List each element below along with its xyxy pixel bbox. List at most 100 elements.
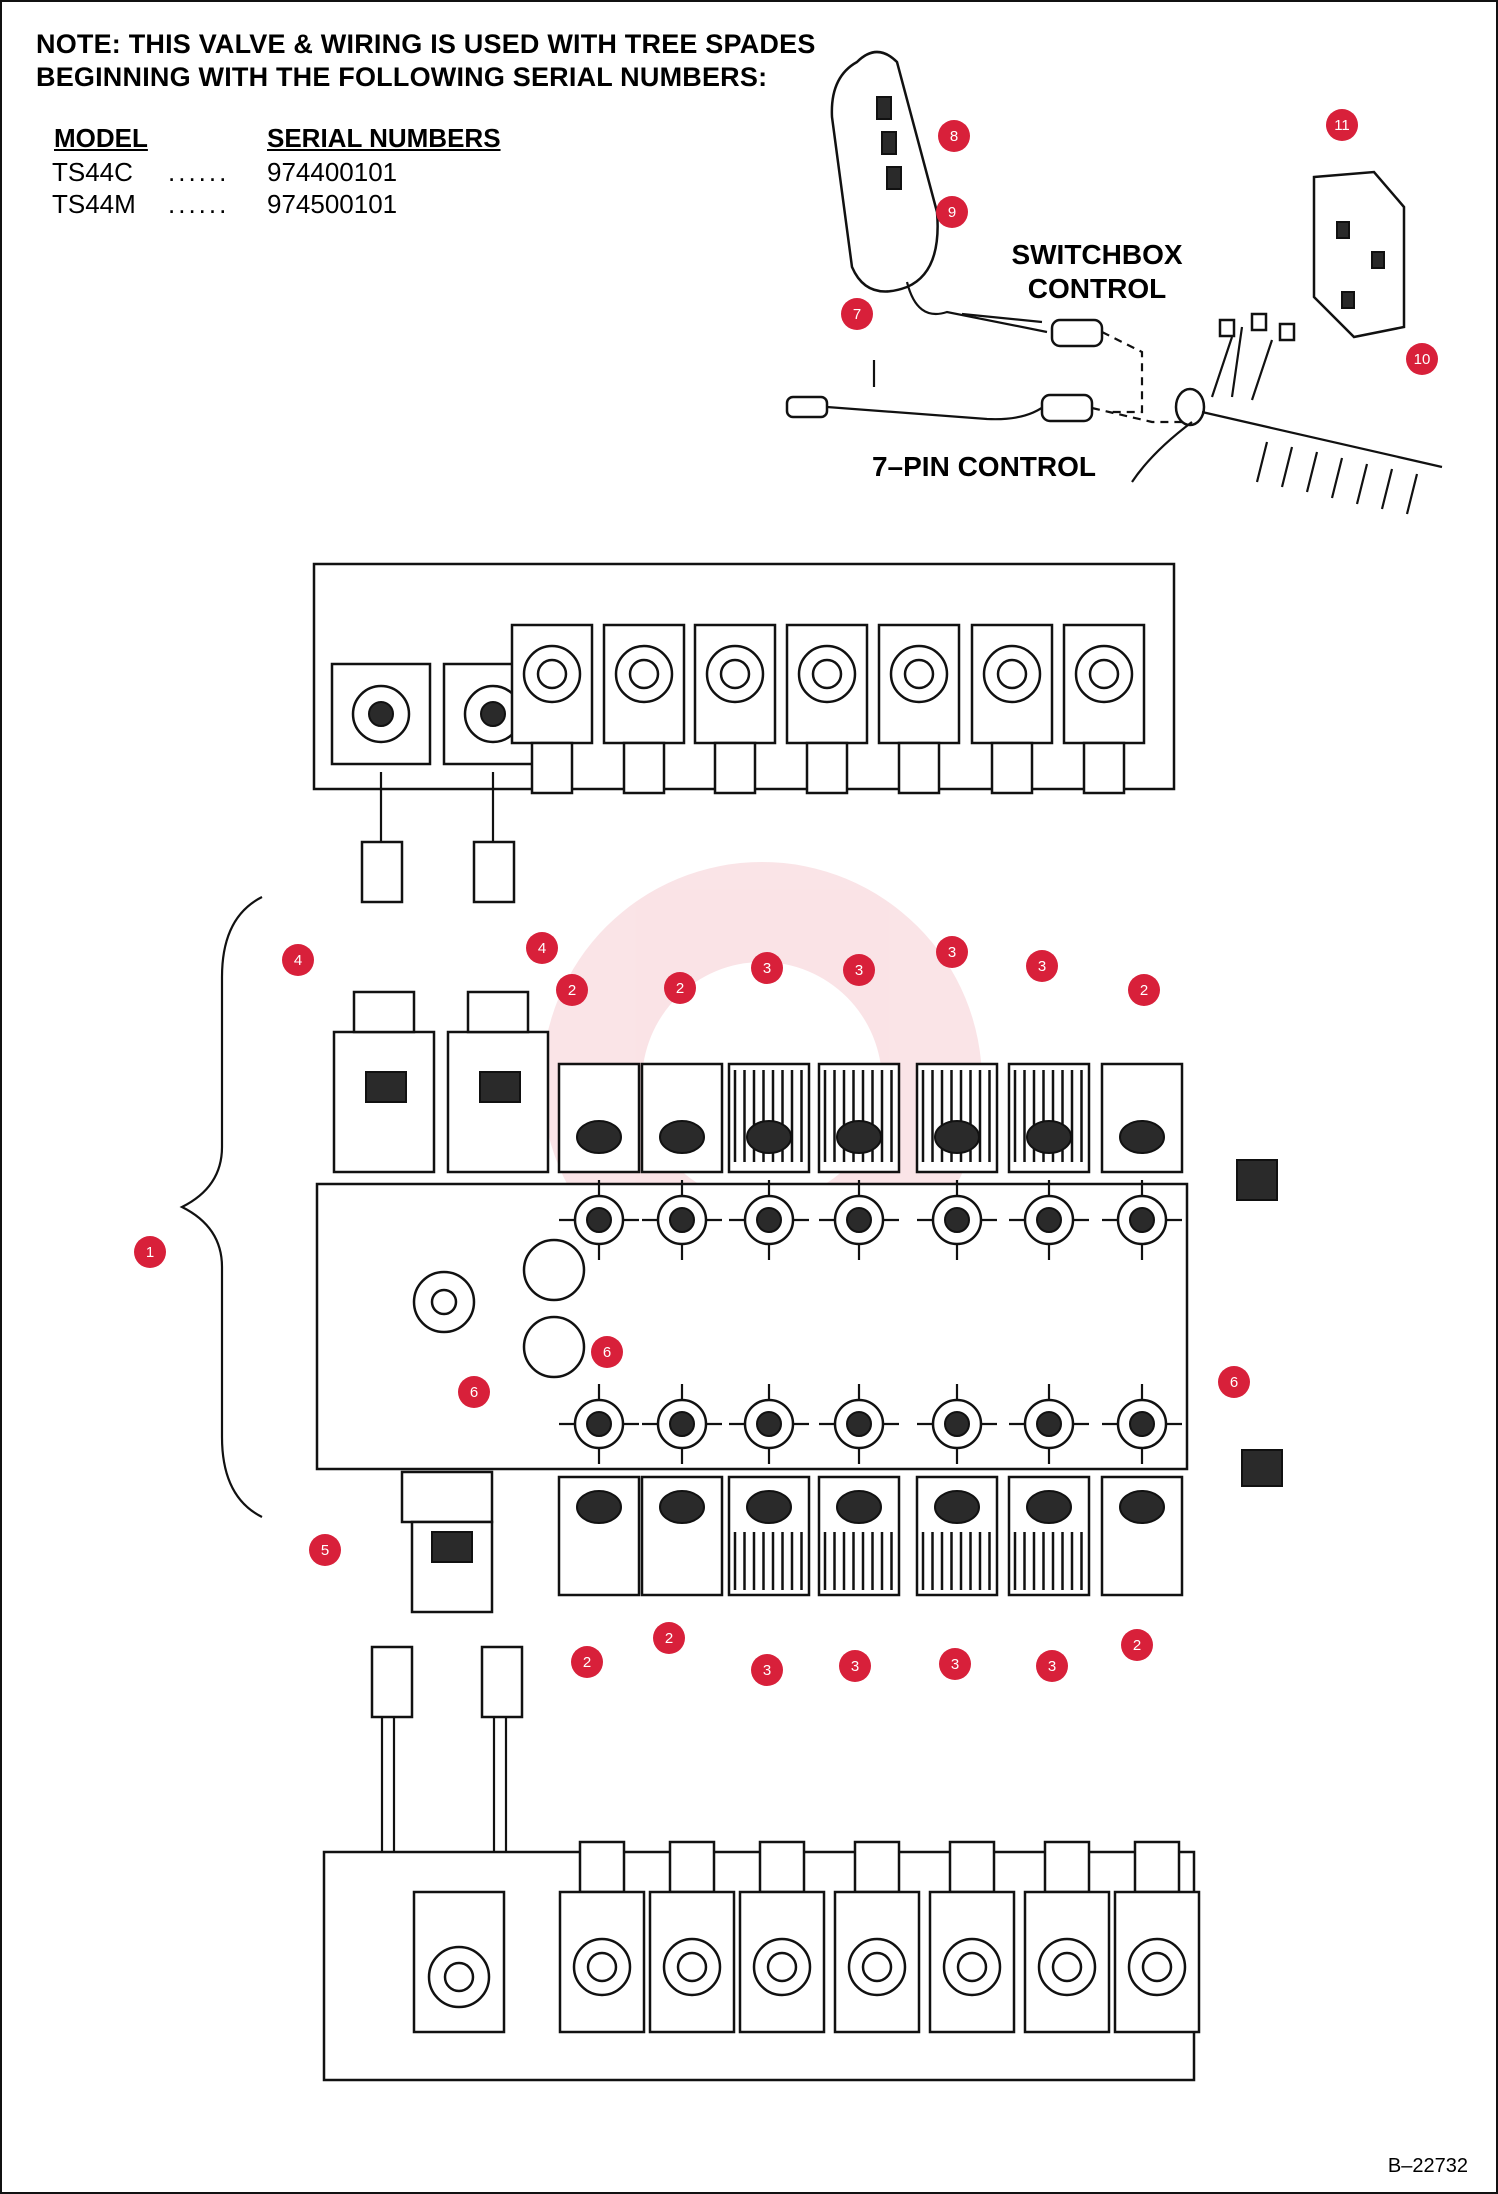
coil-connector xyxy=(836,1120,882,1154)
coil-nut xyxy=(805,741,849,795)
callout-badge-9: 9 xyxy=(936,196,968,228)
badge-number: 2 xyxy=(665,1630,673,1647)
callout-badge-2: 2 xyxy=(1128,974,1160,1006)
port-fitting xyxy=(944,1411,970,1437)
badge-circle xyxy=(1326,109,1358,141)
coil-connector xyxy=(746,1490,792,1524)
callout-badge-2: 2 xyxy=(571,1646,603,1678)
coil-connector xyxy=(1026,1490,1072,1524)
badge-circle xyxy=(571,1646,603,1678)
coil-core xyxy=(1088,658,1120,690)
badge-number: 2 xyxy=(1133,1637,1141,1654)
seven-pin-control-label: 7–PIN CONTROL xyxy=(871,451,1097,482)
plug-lower xyxy=(1241,1449,1283,1487)
leader-dots: ...... xyxy=(168,189,230,219)
badge-number: 4 xyxy=(294,952,302,969)
note-line-2: BEGINNING WITH THE FOLLOWING SERIAL NUMB… xyxy=(36,62,768,92)
coil-nut xyxy=(990,741,1034,795)
coil-core xyxy=(956,1951,988,1983)
callout-badge-6: 6 xyxy=(591,1336,623,1368)
coil-core xyxy=(861,1951,893,1983)
badge-circle xyxy=(664,972,696,1004)
badge-number: 10 xyxy=(1414,351,1431,368)
top-view-coils xyxy=(510,623,1146,795)
badge-circle xyxy=(843,954,875,986)
coil-nut xyxy=(1082,741,1126,795)
badge-circle xyxy=(653,1622,685,1654)
coil-connector xyxy=(1119,1120,1165,1154)
coil-nut xyxy=(713,741,757,795)
drawing-reference-number: B–22732 xyxy=(1387,2155,1468,2177)
badge-number: 2 xyxy=(676,980,684,997)
badge-circle xyxy=(282,944,314,976)
port-fitting xyxy=(756,1207,782,1233)
leader-dots: ...... xyxy=(168,157,230,187)
callout-badge-3: 3 xyxy=(751,1654,783,1686)
seven-pin-cable xyxy=(785,360,1192,424)
coil-nut xyxy=(758,1840,806,1894)
coil-connector xyxy=(576,1490,622,1524)
upper-coil xyxy=(557,1062,641,1174)
badge-number: 8 xyxy=(950,128,958,145)
badge-circle xyxy=(1128,974,1160,1006)
badge-number: 11 xyxy=(1334,117,1350,134)
upper-coil-row xyxy=(557,1062,1184,1174)
callout-badge-3: 3 xyxy=(751,952,783,984)
badge-circle xyxy=(839,1650,871,1682)
coil-core xyxy=(719,658,751,690)
coil-core xyxy=(1051,1951,1083,1983)
callout-badge-2: 2 xyxy=(653,1622,685,1654)
coil-nut xyxy=(897,741,941,795)
coil-core xyxy=(586,1951,618,1983)
badge-number: 5 xyxy=(321,1542,329,1559)
coil-core xyxy=(766,1951,798,1983)
callout-badge-4: 4 xyxy=(282,944,314,976)
lower-coil xyxy=(1007,1475,1091,1597)
coil-core xyxy=(996,658,1028,690)
lower-coil-row xyxy=(557,1475,1184,1597)
badge-number: 4 xyxy=(538,940,546,957)
badge-number: 6 xyxy=(603,1344,611,1361)
badge-circle xyxy=(1121,1629,1153,1661)
callout-badge-3: 3 xyxy=(843,954,875,986)
plug-upper xyxy=(1236,1159,1278,1201)
badge-number: 2 xyxy=(583,1654,591,1671)
callout-badge-7: 7 xyxy=(841,298,873,330)
switchbox-handle xyxy=(830,50,1048,334)
bottom-large-solenoid xyxy=(412,1890,506,2034)
callout-badge-2: 2 xyxy=(556,974,588,1006)
callout-badge-8: 8 xyxy=(938,120,970,152)
badge-circle xyxy=(936,196,968,228)
upper-coil xyxy=(817,1062,901,1174)
valve-assembly-main xyxy=(179,896,1283,1614)
coil-connector xyxy=(659,1120,705,1154)
valve-block-bottom-view xyxy=(322,1645,1201,2082)
badge-circle xyxy=(1036,1650,1068,1682)
badge-circle xyxy=(1218,1366,1250,1398)
port-fitting xyxy=(1036,1207,1062,1233)
bottom-coil-row xyxy=(558,1840,1201,2034)
badge-circle xyxy=(591,1336,623,1368)
badge-number: 2 xyxy=(568,982,576,999)
callout-badge-5: 5 xyxy=(309,1534,341,1566)
assembly-brace xyxy=(179,896,263,1518)
serial-number: 974400101 xyxy=(267,157,398,187)
model-name: TS44M xyxy=(52,189,136,219)
model-column-header: MODEL xyxy=(54,123,148,153)
coil-core xyxy=(1141,1951,1173,1983)
relief-cartridge xyxy=(400,1470,494,1614)
upper-coil xyxy=(727,1062,811,1174)
coil-core xyxy=(903,658,935,690)
badge-circle xyxy=(841,298,873,330)
badge-circle xyxy=(939,1648,971,1680)
upper-coil xyxy=(640,1062,724,1174)
coil-connector xyxy=(659,1490,705,1524)
badge-circle xyxy=(938,120,970,152)
note-line-1: NOTE: THIS VALVE & WIRING IS USED WITH T… xyxy=(36,29,816,59)
bottom-connectors xyxy=(370,1645,524,1862)
callout-badge-10: 10 xyxy=(1406,343,1438,375)
port-row-b xyxy=(559,1384,1182,1464)
callout-badge-2: 2 xyxy=(1121,1629,1153,1661)
badge-number: 7 xyxy=(853,306,861,323)
badge-circle xyxy=(1026,950,1058,982)
